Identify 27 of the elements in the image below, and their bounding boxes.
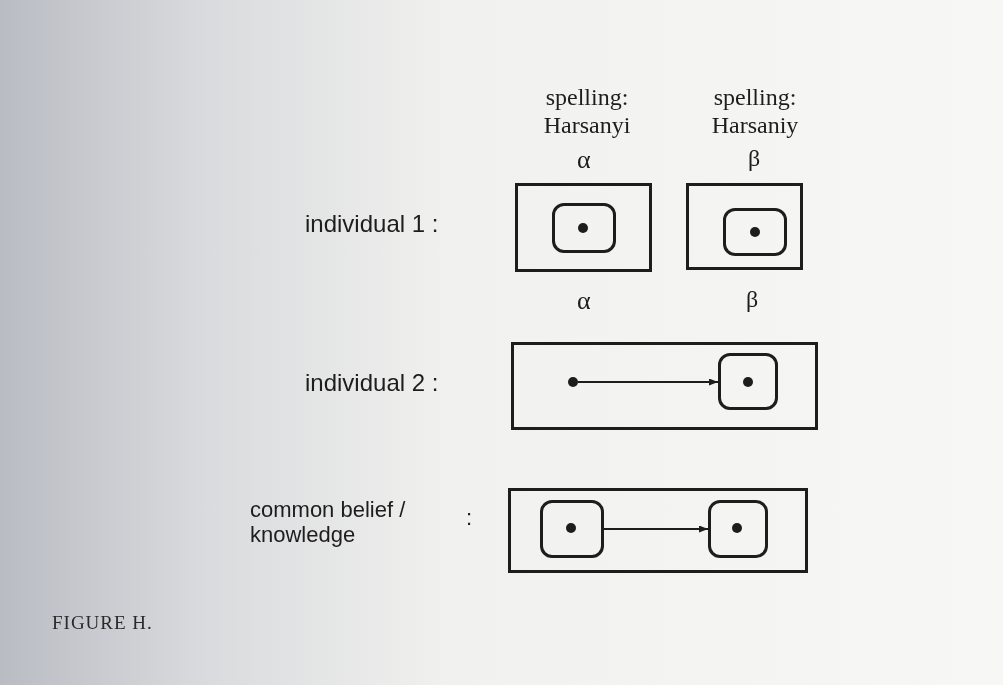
label-text: : — [466, 505, 473, 531]
rounded-box — [708, 500, 768, 558]
label-text: common belief / knowledge — [250, 497, 407, 548]
arrow — [577, 378, 719, 386]
figure-caption: FIGURE H. — [52, 612, 153, 634]
label-text: α — [577, 145, 591, 175]
label-text: spelling: Harsanyi — [542, 84, 632, 140]
rounded-box — [552, 203, 616, 253]
dot — [732, 523, 742, 533]
rounded-box — [723, 208, 787, 256]
arrow — [603, 525, 709, 533]
dot — [750, 227, 760, 237]
label-text: β — [748, 145, 761, 173]
label-text: individual 1 : — [305, 210, 439, 238]
rounded-box — [718, 353, 778, 410]
outer-box — [511, 342, 818, 430]
outer-box — [508, 488, 808, 573]
dot — [566, 523, 576, 533]
dot — [743, 377, 753, 387]
label-text: α — [577, 286, 591, 316]
dot — [578, 223, 588, 233]
rounded-box — [540, 500, 604, 558]
outer-box — [515, 183, 652, 272]
outer-box — [686, 183, 803, 270]
label-text: individual 2 : — [305, 369, 439, 397]
label-text: β — [746, 286, 759, 314]
dot — [568, 377, 578, 387]
